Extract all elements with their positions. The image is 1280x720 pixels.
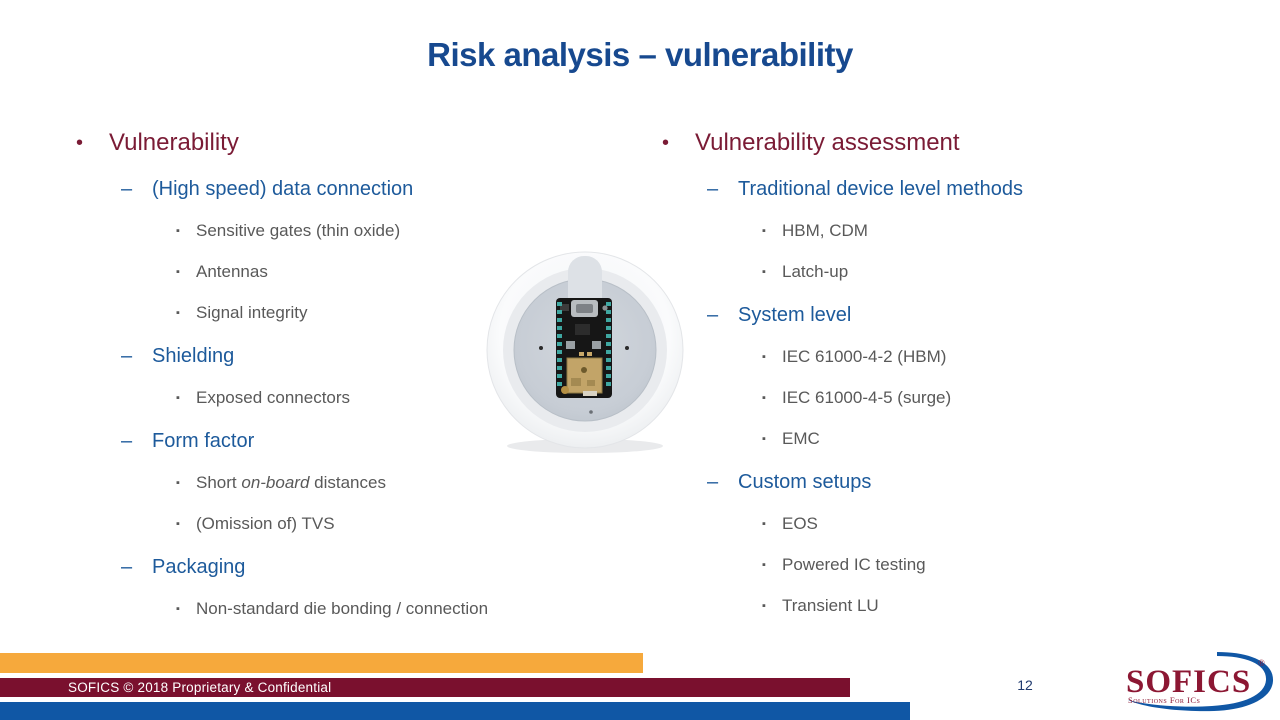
list-item: ▪ Signal integrity — [64, 302, 649, 324]
footer-bar: SOFICS © 2018 Proprietary & Confidential — [0, 678, 850, 697]
list-item-text: Signal integrity — [196, 303, 308, 322]
square-bullet-icon: ▪ — [176, 477, 180, 489]
reset-button — [592, 341, 601, 349]
list-item-text: Latch-up — [782, 262, 849, 281]
slide-title: Risk analysis – vulnerability — [427, 36, 853, 73]
square-bullet-icon: ▪ — [176, 392, 180, 404]
list-item: ▪ Latch-up — [650, 261, 1215, 283]
list-item-text: Vulnerability assessment — [695, 129, 960, 156]
square-bullet-icon: ▪ — [176, 518, 180, 530]
list-item: ▪ Exposed connectors — [64, 387, 649, 409]
square-bullet-icon: ▪ — [762, 225, 766, 237]
square-bullet-icon: ▪ — [762, 433, 766, 445]
list-item-text: Short on-board distances — [196, 473, 386, 492]
list-item: –(High speed) data connection — [64, 176, 649, 202]
list-item-text: HBM, CDM — [782, 221, 868, 240]
list-item: ▪ Sensitive gates (thin oxide) — [64, 220, 649, 242]
led — [583, 391, 597, 396]
logo-wordmark: SOFICS — [1126, 664, 1251, 700]
dash-bullet-icon: – — [121, 345, 133, 367]
list-item: –Packaging — [64, 554, 649, 580]
square-bullet-icon: ▪ — [762, 600, 766, 612]
list-item: ▪ Antennas — [64, 261, 649, 283]
device-photo — [486, 251, 684, 453]
list-item: • Vulnerability assessment — [650, 128, 1215, 158]
list-item-text: Custom setups — [738, 471, 872, 493]
dash-bullet-icon: – — [707, 304, 719, 326]
list-item: ▪ (Omission of) TVS — [64, 513, 649, 535]
list-item-text: IEC 61000-4-2 (HBM) — [782, 347, 947, 366]
list-item-text: (Omission of) TVS — [196, 514, 335, 533]
orange-accent-bar — [0, 653, 643, 673]
dash-bullet-icon: – — [121, 430, 133, 452]
dot-bullet-icon: • — [76, 132, 84, 154]
list-item-text: EMC — [782, 429, 820, 448]
list-item: ▪ EMC — [650, 428, 1215, 450]
list-item-text: Non-standard die bonding / connection — [196, 599, 489, 618]
square-bullet-icon: ▪ — [762, 518, 766, 530]
square-bullet-icon: ▪ — [762, 351, 766, 363]
square-bullet-icon: ▪ — [176, 266, 180, 278]
enclosure-right-dot — [625, 346, 629, 350]
right-column: •Vulnerability assessment–Traditional de… — [650, 128, 1215, 636]
list-item: –Custom setups — [650, 469, 1215, 495]
list-item-text: Exposed connectors — [196, 388, 351, 407]
square-bullet-icon: ▪ — [176, 225, 180, 237]
blue-accent-bar — [0, 702, 910, 720]
list-item-text: Sensitive gates (thin oxide) — [196, 221, 401, 240]
page-number: 12 — [1017, 677, 1033, 693]
dot-bullet-icon: • — [662, 132, 670, 154]
logo-registered-mark: ® — [1258, 658, 1265, 668]
list-item: ▪ HBM, CDM — [650, 220, 1215, 242]
list-item-text: Powered IC testing — [782, 555, 926, 574]
list-item: –Traditional device level methods — [650, 176, 1215, 202]
antenna-mark — [581, 367, 587, 373]
dash-bullet-icon: – — [121, 556, 133, 578]
square-bullet-icon: ▪ — [176, 603, 180, 615]
setup-button — [566, 341, 575, 349]
square-bullet-icon: ▪ — [176, 307, 180, 319]
square-bullet-icon: ▪ — [762, 392, 766, 404]
list-item-text: EOS — [782, 514, 818, 533]
list-item-text: Antennas — [196, 262, 268, 281]
square-bullet-icon: ▪ — [762, 266, 766, 278]
list-item: ▪ EOS — [650, 513, 1215, 535]
sofics-logo: SOFICS ® Solutions For ICs — [1126, 652, 1274, 712]
list-item-text: Vulnerability — [109, 129, 239, 156]
list-item-text: (High speed) data connection — [152, 178, 414, 200]
list-item-text: Transient LU — [782, 596, 879, 615]
list-item-text: Traditional device level methods — [738, 178, 1023, 200]
logo-tagline: Solutions For ICs — [1128, 695, 1200, 705]
list-item: • Vulnerability — [64, 128, 649, 158]
list-item-text: System level — [738, 304, 852, 326]
list-item: ▪ Transient LU — [650, 595, 1215, 617]
square-bullet-icon: ▪ — [762, 559, 766, 571]
list-item-text: Packaging — [152, 556, 246, 578]
mounting-hole — [602, 305, 608, 311]
list-item: ▪ Non-standard die bonding / connection — [64, 598, 649, 620]
enclosure-left-dot — [539, 346, 543, 350]
list-item: ▪ Powered IC testing — [650, 554, 1215, 576]
list-item: –Shielding — [64, 343, 649, 369]
ufl-connector — [561, 386, 569, 394]
list-item: –System level — [650, 302, 1215, 328]
wifi-module — [566, 357, 603, 394]
list-item: ▪ IEC 61000-4-2 (HBM) — [650, 346, 1215, 368]
footer-copyright: SOFICS © 2018 Proprietary & Confidential — [68, 680, 332, 695]
left-column: •Vulnerability–(High speed) data connect… — [64, 128, 649, 639]
photon-board — [556, 298, 612, 398]
list-item: ▪ Short on-board distances — [64, 472, 649, 494]
list-item-text: Shielding — [152, 345, 235, 367]
list-item: ▪ IEC 61000-4-5 (surge) — [650, 387, 1215, 409]
dash-bullet-icon: – — [707, 471, 719, 493]
enclosure-bottom-dot — [589, 410, 593, 414]
chip — [575, 324, 590, 335]
list-item-text: IEC 61000-4-5 (surge) — [782, 388, 952, 407]
dash-bullet-icon: – — [121, 178, 133, 200]
list-item-text: Form factor — [152, 430, 255, 452]
list-item: –Form factor — [64, 428, 649, 454]
dash-bullet-icon: – — [707, 178, 719, 200]
